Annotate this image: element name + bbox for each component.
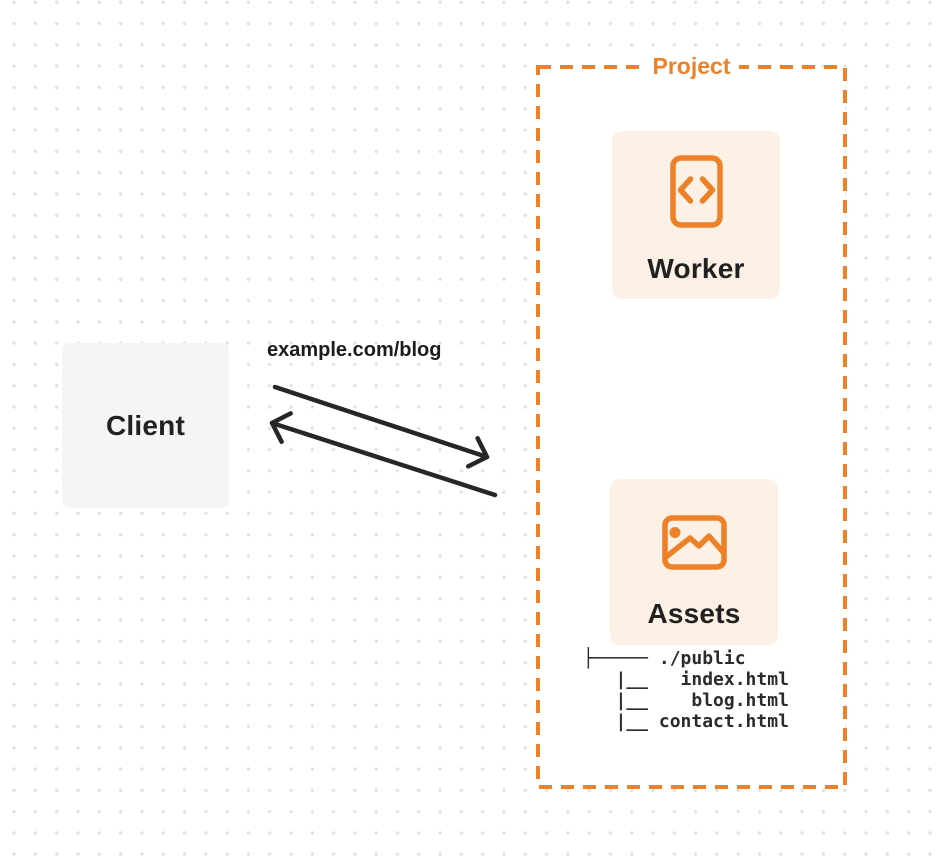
client-box: Client — [62, 343, 229, 508]
assets-label: Assets — [647, 598, 741, 629]
assets-file-tree: ├───── ./public |__ index.html |__ blog.… — [583, 648, 789, 732]
code-file-icon — [669, 155, 723, 228]
worker-label: Worker — [647, 253, 745, 284]
project-title: Project — [643, 53, 740, 80]
request-url-label: example.com/blog — [267, 339, 442, 361]
image-icon — [661, 515, 727, 570]
project-box: Project Worker Assets ├───── ./public |_… — [536, 53, 847, 789]
assets-card: Assets — [610, 479, 778, 645]
request-arrow-icon — [272, 384, 490, 469]
client-label: Client — [106, 409, 185, 441]
response-arrow-icon — [269, 411, 498, 498]
worker-card: Worker — [612, 131, 780, 299]
